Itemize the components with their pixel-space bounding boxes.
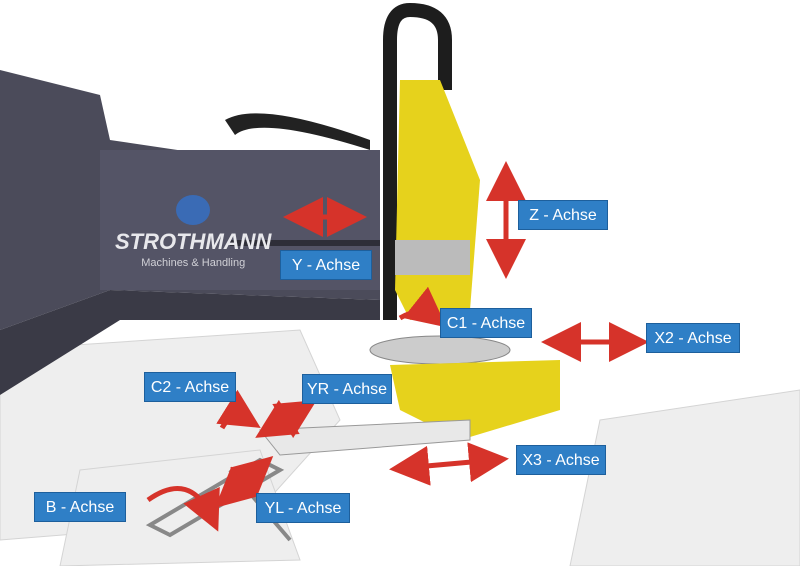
logo-mark-icon (176, 195, 211, 225)
label-x3-axis: X3 - Achse (516, 445, 606, 475)
c1-axis-arrow (398, 286, 447, 328)
yr-axis-arrow (255, 399, 317, 439)
b-axis-arrow (146, 485, 220, 532)
label-yl-axis: YL - Achse (256, 493, 350, 523)
logo-brand: STROTHMANN (115, 229, 272, 254)
label-c1-axis: C1 - Achse (440, 308, 532, 338)
label-b-axis: B - Achse (34, 492, 126, 522)
label-c2-axis: C2 - Achse (144, 372, 236, 402)
logo-tagline: Machines & Handling (141, 257, 246, 269)
x3-axis-arrow (389, 442, 509, 486)
label-y-axis: Y - Achse (280, 250, 372, 280)
yl-axis-arrow (214, 456, 274, 508)
label-yr-axis: YR - Achse (302, 374, 392, 404)
label-x2-axis: X2 - Achse (646, 323, 740, 353)
label-z-axis: Z - Achse (518, 200, 608, 230)
strothmann-logo: STROTHMANN Machines & Handling (115, 195, 271, 269)
z-column (395, 80, 480, 320)
rotary-table (369, 335, 511, 365)
x2-arm (390, 360, 560, 440)
vertical-cable-chain (383, 2, 452, 320)
axis-arrows (146, 161, 649, 532)
c2-axis-arrow (216, 389, 261, 430)
cable-chain (225, 113, 370, 150)
